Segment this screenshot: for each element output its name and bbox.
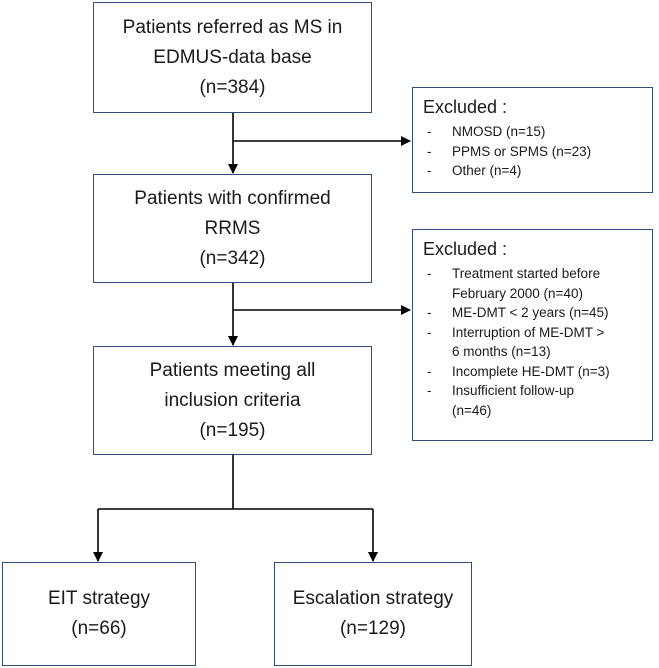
box-confirmed-line-1: Patients with confirmed <box>134 187 331 209</box>
excluded-1-item: NMOSD (n=15) <box>423 122 644 142</box>
box-eit-label: EIT strategy <box>47 588 151 609</box>
box-confirmed-line-2: RRMS <box>204 217 261 239</box>
box-confirmed-rrms: Patients with confirmed RRMS (n=342) <box>93 174 372 283</box>
excluded-1-item: PPMS or SPMS (n=23) <box>423 142 644 162</box>
excluded-1-item-text: PPMS or SPMS (n=23) <box>452 143 592 159</box>
excluded-2-item-text: February 2000 (n=40) <box>452 285 583 301</box>
box-meeting-line-2: inclusion criteria <box>164 389 301 411</box>
box-referred-line-2: EDMUS-data base <box>153 46 312 68</box>
excluded-2-item-text: Incomplete HE-DMT (n=3) <box>452 363 610 379</box>
excluded-2-item: Insufficient follow-up (n=46) <box>423 381 644 420</box>
excluded-2-item-text: Insufficient follow-up <box>452 383 575 398</box>
excluded-1-item: Other (n=4) <box>423 161 644 181</box>
box-confirmed-count: (n=342) <box>199 247 266 269</box>
box-referred-count: (n=384) <box>199 76 266 98</box>
excluded-1-title: Excluded : <box>423 97 508 117</box>
excluded-2-item-text: ME-DMT < 2 years (n=45) <box>452 305 609 320</box>
box-meeting-line-1: Patients meeting all <box>149 359 316 381</box>
box-escalation-count: (n=129) <box>339 618 407 639</box>
excluded-2-item: Treatment started before February 2000 (… <box>423 264 644 303</box>
excluded-2-list: Treatment started before February 2000 (… <box>423 264 644 420</box>
box-referred-ms: Patients referred as MS in EDMUS-data ba… <box>93 2 372 113</box>
box-excluded-2: Excluded : Treatment started before Febr… <box>412 229 653 441</box>
box-meeting-criteria: Patients meeting all inclusion criteria … <box>93 346 372 455</box>
excluded-1-item-text: Other (n=4) <box>452 163 522 178</box>
box-escalation-label: Escalation strategy <box>292 588 454 609</box>
box-eit-strategy: EIT strategy (n=66) <box>2 562 196 666</box>
excluded-2-title: Excluded : <box>423 239 508 259</box>
box-meeting-count: (n=195) <box>199 419 266 441</box>
excluded-2-item-text: Interruption of ME-DMT > <box>452 324 605 340</box>
excluded-2-item-text: 6 months (n=13) <box>452 344 551 359</box>
excluded-2-item: Incomplete HE-DMT (n=3) <box>423 362 644 382</box>
excluded-1-item-text: NMOSD (n=15) <box>452 124 546 139</box>
excluded-2-item: Interruption of ME-DMT > 6 months (n=13) <box>423 323 644 362</box>
excluded-2-item: ME-DMT < 2 years (n=45) <box>423 303 644 323</box>
box-excluded-1: Excluded : NMOSD (n=15) PPMS or SPMS (n=… <box>412 87 653 193</box>
excluded-2-item-text: Treatment started before <box>452 266 601 281</box>
excluded-2-item-text: (n=46) <box>452 402 492 418</box>
excluded-1-list: NMOSD (n=15) PPMS or SPMS (n=23) Other (… <box>423 122 644 181</box>
box-eit-count: (n=66) <box>71 618 127 639</box>
box-escalation-strategy: Escalation strategy (n=129) <box>274 562 472 666</box>
box-referred-line-1: Patients referred as MS in <box>122 16 343 38</box>
